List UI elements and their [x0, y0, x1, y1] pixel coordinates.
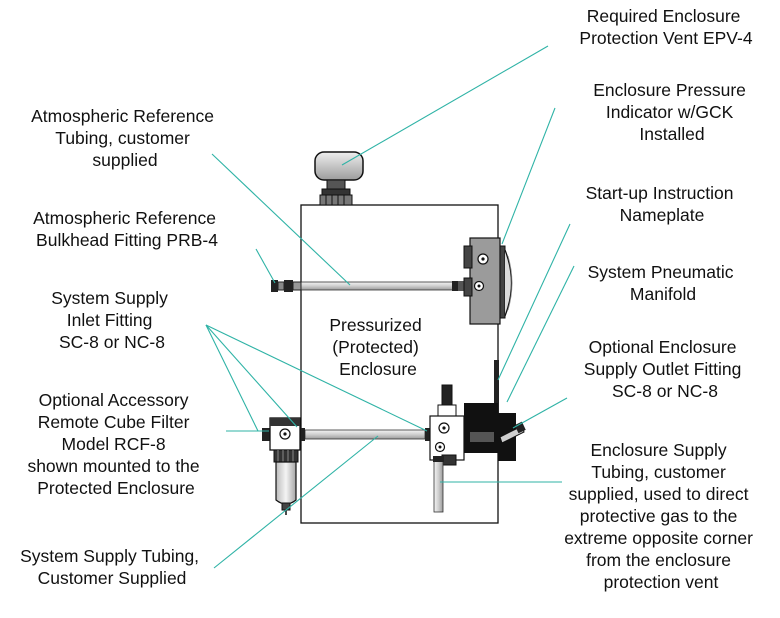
outlet-fitting-icon — [499, 421, 526, 444]
leader-indicator — [501, 107, 556, 245]
label-atm-tubing: Atmospheric Reference Tubing, customer s… — [31, 106, 219, 170]
label-outlet-fitting: Optional Enclosure Supply Outlet Fitting… — [584, 337, 746, 401]
label-nameplate: Start-up Instruction Nameplate — [586, 183, 739, 225]
leader-outlet — [512, 397, 568, 429]
leader-atm-tubing — [211, 153, 351, 286]
label-indicator: Enclosure Pressure Indicator w/GCK Insta… — [593, 80, 751, 144]
leader-lines — [205, 45, 575, 569]
leader-inlet-1 — [205, 324, 259, 432]
vent-icon — [314, 151, 364, 206]
leader-inlet-3 — [205, 324, 428, 432]
leader-atm-bulkhead — [255, 248, 276, 284]
label-vent: Required Enclosure Protection Vent EPV-4 — [579, 6, 752, 48]
atmospheric-bulkhead-fitting-icon — [271, 280, 464, 292]
cube-filter-icon — [262, 417, 301, 515]
label-inlet-fitting: System Supply Inlet Fitting SC-8 or NC-8 — [51, 288, 173, 352]
label-atm-bulkhead: Atmospheric Reference Bulkhead Fitting P… — [33, 208, 221, 250]
label-enclosure-supply-tubing: Enclosure Supply Tubing, customer suppli… — [564, 440, 758, 592]
leader-inlet-2 — [205, 324, 298, 428]
pneumatic-manifold-icon — [429, 384, 516, 466]
system-supply-tubing — [296, 428, 435, 441]
leader-manifold — [506, 265, 575, 403]
pressure-indicator-icon — [463, 237, 513, 325]
enclosure-supply-tubing — [433, 456, 444, 513]
label-system-tubing: System Supply Tubing, Customer Supplied — [20, 546, 204, 588]
leader-vent — [341, 45, 549, 166]
atmospheric-reference-tubing — [283, 281, 467, 291]
label-manifold: System Pneumatic Manifold — [588, 262, 739, 304]
leader-nameplate — [497, 223, 571, 381]
label-enclosure: Pressurized (Protected) Enclosure — [329, 315, 426, 379]
label-cube-filter: Optional Accessory Remote Cube Filter Mo… — [27, 390, 204, 498]
leader-system-tubing — [213, 435, 379, 569]
